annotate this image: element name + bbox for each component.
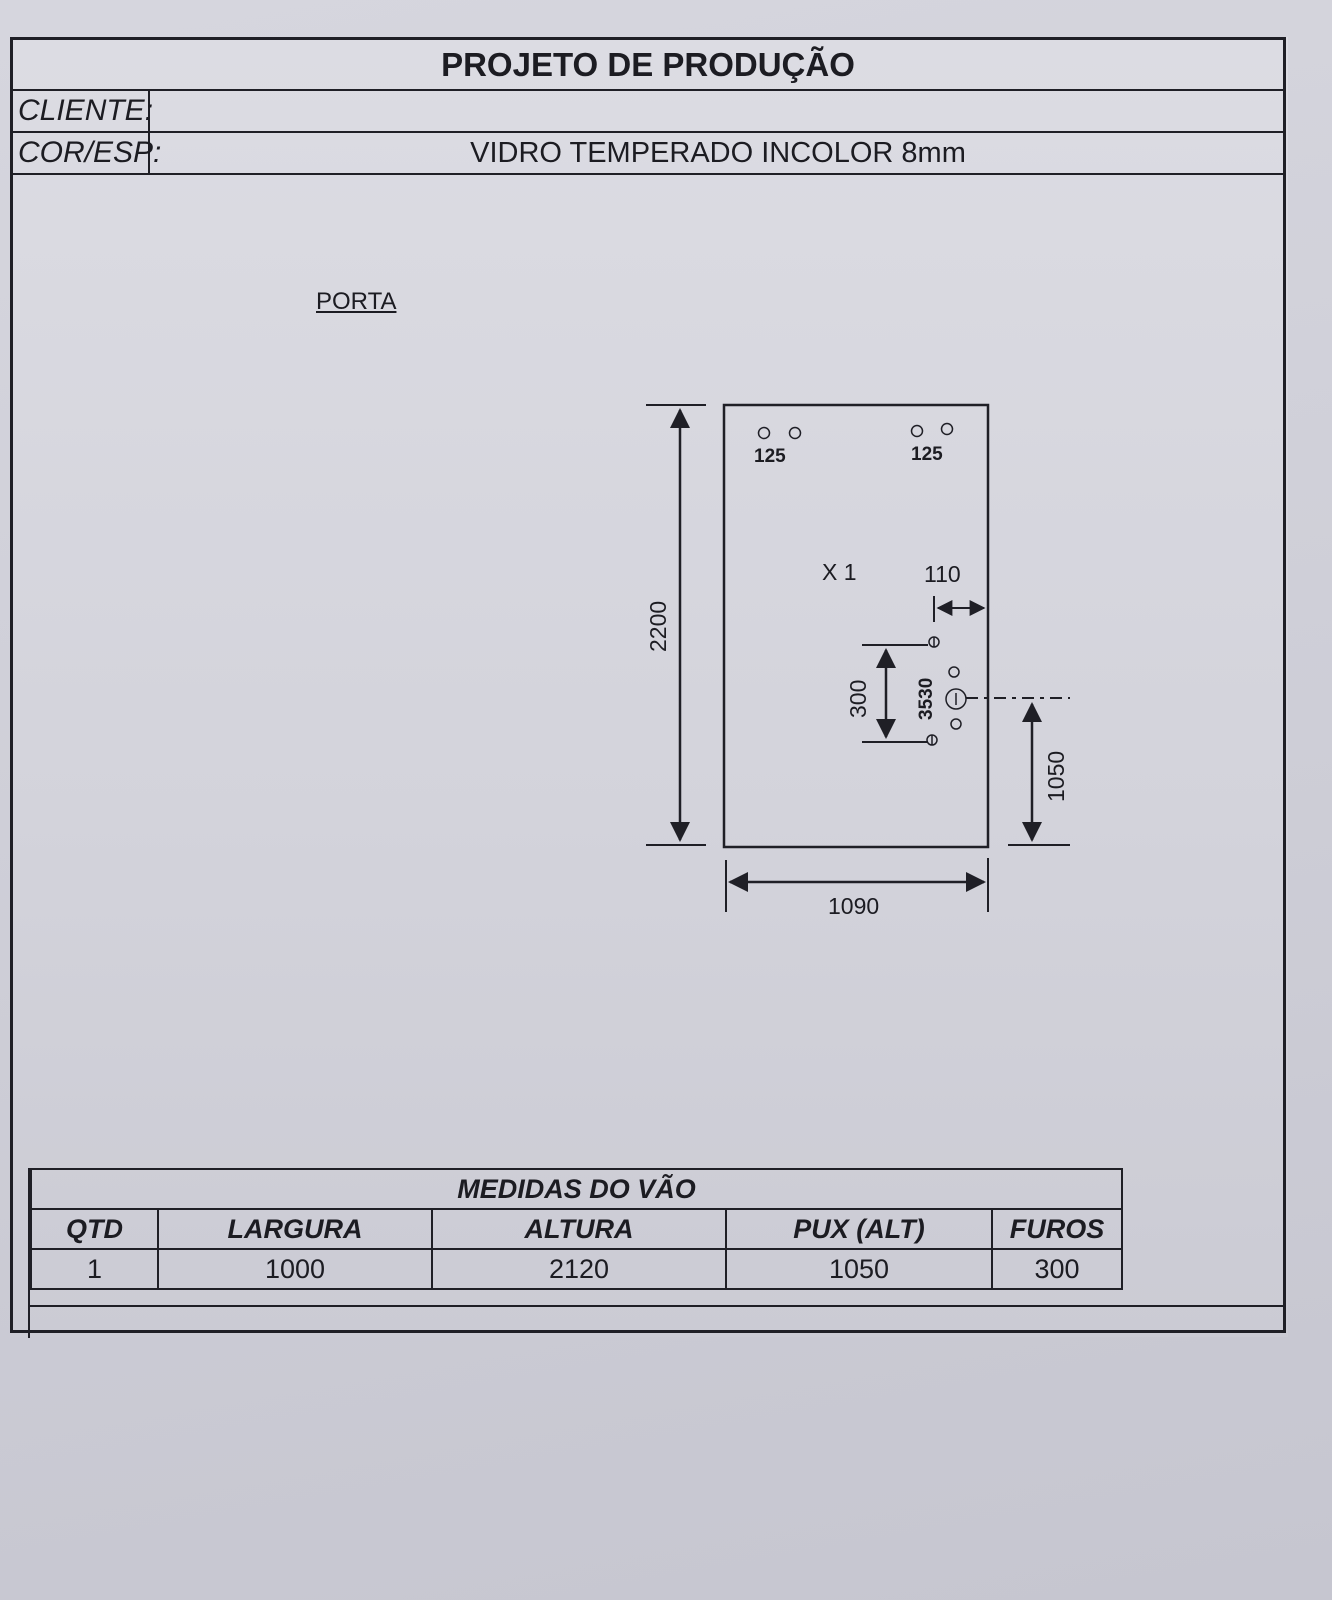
cor-row — [10, 133, 1286, 175]
title-row — [10, 37, 1286, 91]
cor-esp-value: VIDRO TEMPERADO INCOLOR 8mm — [470, 137, 966, 169]
cell-altura: 2120 — [431, 1248, 727, 1290]
footer-left-border — [28, 1168, 30, 1338]
table-row: 1 1000 2120 1050 300 — [30, 1248, 1123, 1290]
height-dim-label: 2200 — [645, 601, 671, 652]
measurements-table: MEDIDAS DO VÃO QTD LARGURA ALTURA PUX (A… — [30, 1168, 1123, 1290]
cliente-label: CLIENTE: — [18, 94, 154, 127]
cor-esp-label: COR/ESP: — [18, 136, 162, 169]
hinge-holes-right — [910, 422, 954, 438]
footer-divider — [30, 1305, 1286, 1307]
width-dim-label: 1090 — [828, 893, 879, 919]
paper-sheet — [10, 37, 1288, 1337]
col-header-furos: FUROS — [991, 1208, 1123, 1250]
table-title: MEDIDAS DO VÃO — [30, 1168, 1123, 1210]
table-header-row: QTD LARGURA ALTURA PUX (ALT) FUROS — [30, 1208, 1123, 1250]
door-panel — [722, 403, 990, 849]
handle-spacing-label: 300 — [845, 680, 871, 718]
cell-largura: 1000 — [157, 1248, 433, 1290]
cell-furos: 300 — [991, 1248, 1123, 1290]
cliente-row — [10, 91, 1286, 133]
label-divider — [148, 91, 150, 175]
document-title: PROJETO DE PRODUÇÃO — [441, 46, 855, 83]
document-frame — [10, 37, 1286, 1333]
col-header-altura: ALTURA — [431, 1208, 727, 1250]
hole-left-label: 125 — [754, 446, 786, 467]
quantity-mark: X 1 — [822, 559, 857, 585]
handle-label: 3530 — [916, 678, 937, 720]
section-label: PORTA — [316, 288, 397, 315]
col-header-qtd: QTD — [30, 1208, 159, 1250]
col-header-pux: PUX (ALT) — [725, 1208, 993, 1250]
cell-pux: 1050 — [725, 1248, 993, 1290]
col-header-largura: LARGURA — [157, 1208, 433, 1250]
edge-offset-label: 110 — [924, 561, 961, 587]
cell-qtd: 1 — [30, 1248, 159, 1290]
hinge-holes-left — [757, 426, 802, 440]
handle-height-label: 1050 — [1043, 751, 1069, 802]
hole-right-label: 125 — [911, 444, 943, 465]
